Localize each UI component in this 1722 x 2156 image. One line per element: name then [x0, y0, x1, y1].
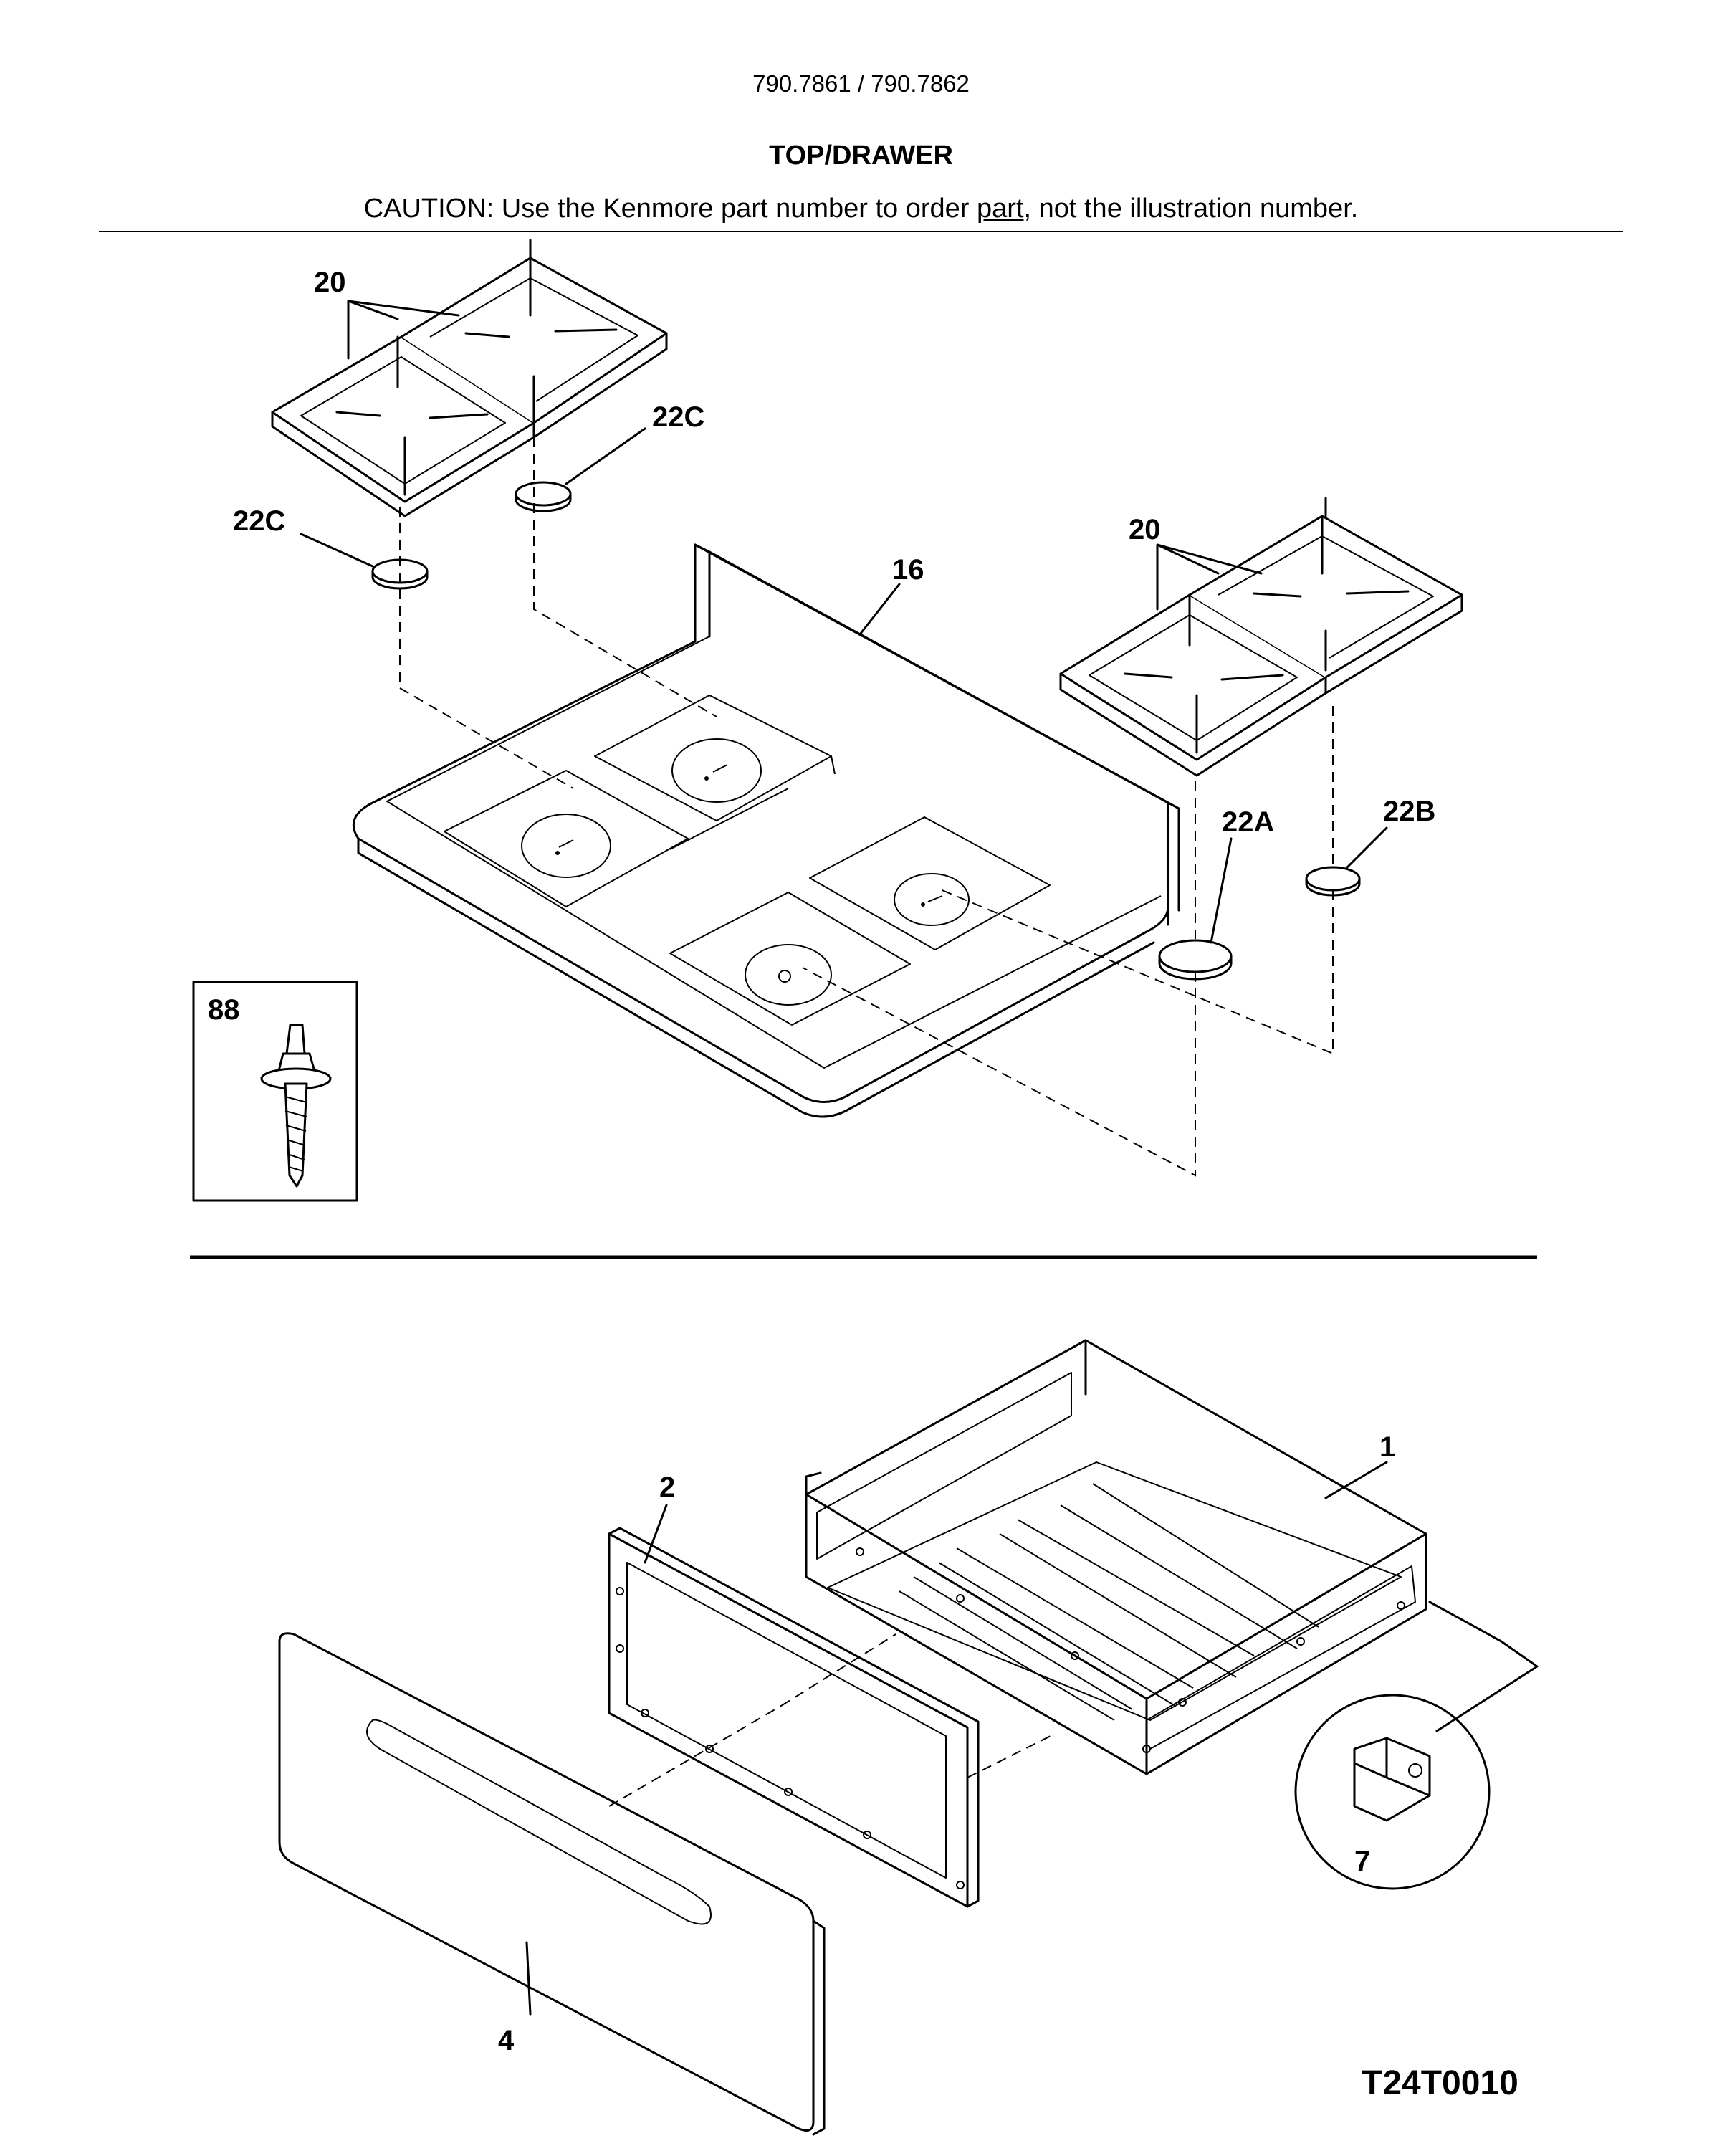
leader-20-right — [1156, 543, 1263, 611]
callout-22b: 22B — [1383, 796, 1435, 827]
leader-22a — [1210, 837, 1233, 944]
cap-22c-lower — [371, 558, 429, 590]
assembly-line-center — [533, 437, 717, 717]
callout-22c-lower: 22C — [233, 505, 285, 537]
cooktop-main-top — [352, 543, 1180, 1118]
assembly-line-drawer-1 — [608, 1633, 896, 1807]
drawer-inner-panel — [608, 1527, 980, 1908]
callout-2: 2 — [659, 1471, 675, 1503]
callout-20-left: 20 — [314, 267, 346, 298]
drawer-body — [805, 1339, 1427, 1775]
clip-detail-circle — [1294, 1601, 1539, 1890]
cap-22c-upper — [515, 481, 572, 512]
callout-1: 1 — [1379, 1431, 1395, 1463]
caution-link: part — [977, 194, 1024, 224]
callout-88: 88 — [208, 994, 240, 1026]
page-title: TOP/DRAWER — [769, 140, 953, 171]
leader-22c-lower — [300, 533, 374, 568]
drawer-front — [278, 1632, 826, 2136]
leader-4 — [525, 1941, 532, 2016]
screw-detail-box — [192, 981, 358, 1202]
leader-16 — [858, 583, 901, 636]
model-number: 790.7861 / 790.7862 — [752, 70, 970, 97]
leader-1 — [1324, 1461, 1388, 1499]
callout-22a: 22A — [1222, 806, 1274, 838]
left-burner-grate — [271, 239, 668, 517]
caution-note: CAUTION: Use the Kenmore part number to … — [0, 194, 1722, 224]
leader-22c-upper — [565, 427, 646, 485]
assembly-line-drawer-2 — [967, 1734, 1054, 1778]
figure-code: T24T0010 — [1362, 2064, 1518, 2102]
leader-20-left — [347, 300, 460, 360]
caution-prefix: CAUTION: Use the Kenmore part number to … — [363, 194, 977, 224]
callout-16: 16 — [892, 554, 924, 586]
right-burner-grate — [1059, 497, 1463, 777]
assembly-line-22a — [802, 781, 1196, 1177]
assembly-line-left-grate — [399, 507, 574, 789]
leader-2 — [644, 1504, 668, 1564]
caution-suffix: , not the illustration number. — [1023, 194, 1359, 224]
callout-7: 7 — [1354, 1846, 1370, 1877]
callout-22c-upper: 22C — [652, 401, 704, 433]
leader-22b — [1346, 826, 1388, 869]
callout-4: 4 — [498, 2025, 515, 2056]
callout-20-right: 20 — [1129, 514, 1161, 545]
assembly-line-22b — [938, 706, 1334, 1055]
